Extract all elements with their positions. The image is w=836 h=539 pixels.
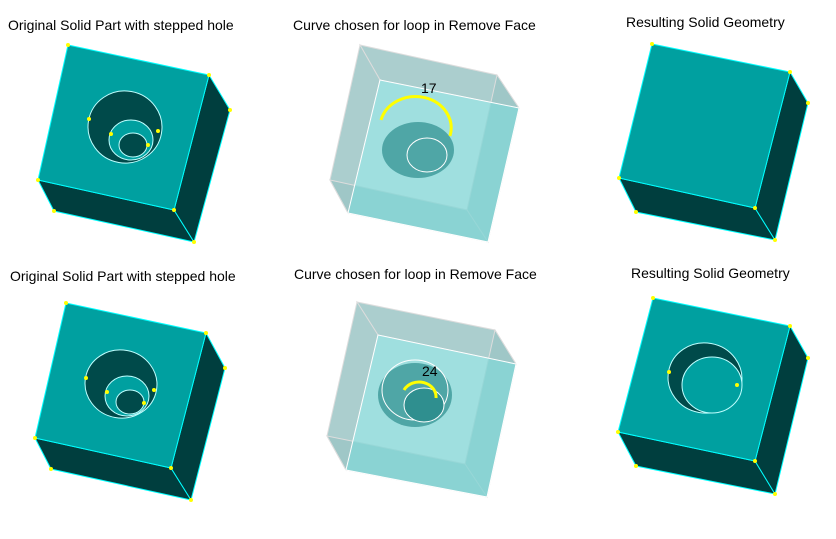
solid-r1-result	[617, 42, 810, 242]
caption-row2-result: Resulting Solid Geometry	[631, 265, 790, 281]
curve-id-label-17: 17	[421, 80, 437, 96]
hole-body	[382, 122, 454, 178]
caption-row1-curve: Curve chosen for loop in Remove Face	[293, 17, 536, 33]
caption-row1-result: Resulting Solid Geometry	[626, 14, 785, 30]
caption-row1-original: Original Solid Part with stepped hole	[8, 17, 234, 33]
solid-r2-result	[616, 296, 810, 496]
solid-r2-curve	[326, 300, 518, 499]
caption-row2-curve: Curve chosen for loop in Remove Face	[294, 266, 537, 282]
solid-r1-curve	[329, 43, 521, 244]
solid-r1-original	[36, 43, 232, 244]
solid-r2-original	[33, 301, 227, 502]
curve-id-label-24: 24	[422, 363, 438, 379]
caption-row2-original: Original Solid Part with stepped hole	[10, 268, 236, 284]
hole-inner	[115, 389, 145, 415]
selected-curve	[379, 95, 453, 137]
hole-floor	[681, 356, 743, 414]
selected-curve	[402, 380, 438, 399]
hole-inner	[118, 132, 148, 158]
